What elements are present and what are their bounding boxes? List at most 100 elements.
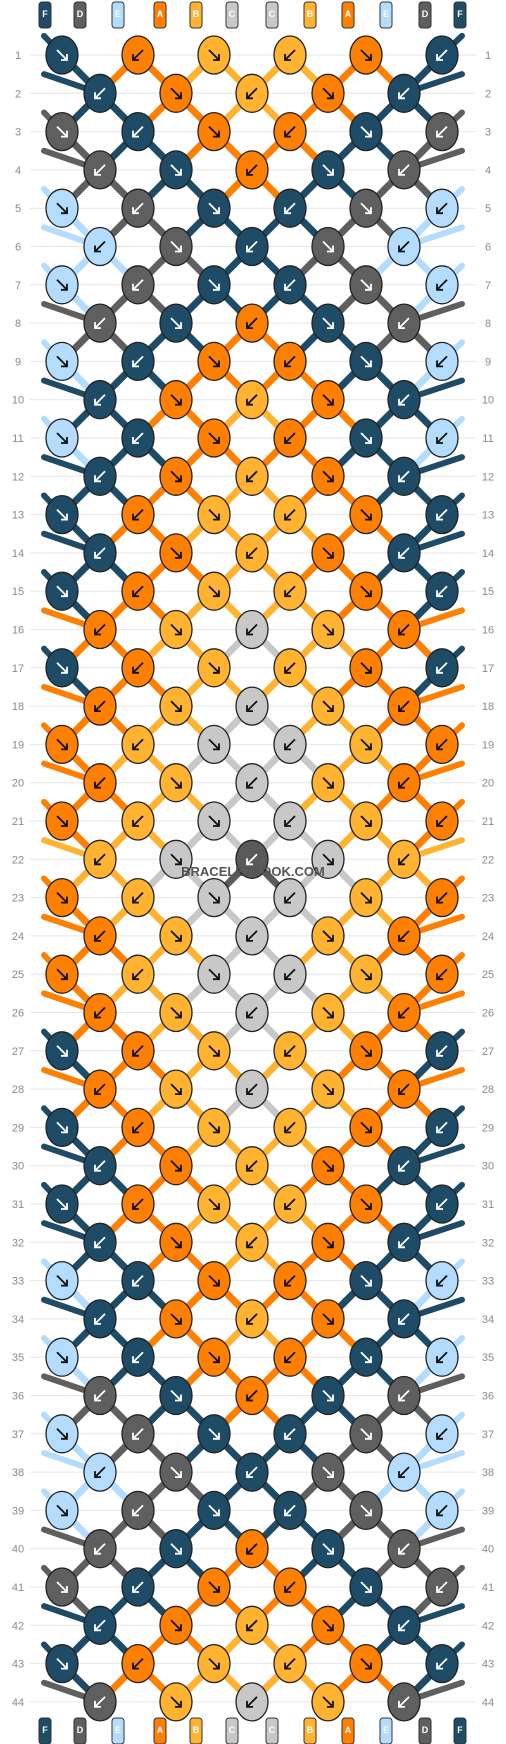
arrow-icon [208,355,220,368]
knot [197,1567,231,1607]
arrow-icon [56,891,68,904]
string-tab [73,1,87,29]
knot [121,801,155,841]
knot [425,1260,459,1301]
arrow-icon [170,930,182,942]
knot [235,609,269,650]
string-tab [453,1,467,29]
arrow-icon [284,891,296,904]
row-number-right: 13 [482,510,494,522]
knot [235,763,269,803]
string-letter: D [422,1725,429,1735]
knot [159,456,193,496]
knot [311,763,345,803]
knot [83,533,117,573]
knot [387,1682,421,1722]
knot [235,1146,269,1186]
row-number-left: 37 [12,1429,24,1441]
arrow-icon [246,853,258,866]
knot [83,1605,117,1645]
knot [311,1605,345,1645]
string-tab [379,1717,393,1744]
arrow-icon [208,1657,220,1670]
arrow-icon [170,547,182,559]
knot [273,1643,307,1684]
knot [425,111,459,152]
knot [273,1260,307,1301]
arrow-icon [360,508,372,521]
row-number-left: 28 [12,1084,24,1096]
knot [425,648,459,688]
arrow-icon [170,317,182,329]
row-number-left: 42 [12,1620,24,1632]
knot [45,35,79,75]
arrow-icon [208,125,220,138]
knot [387,1452,421,1492]
row-number-left: 12 [12,471,24,483]
row-number-right: 12 [482,471,494,483]
string-letter: C [229,9,236,19]
knot [349,494,383,535]
knot [349,341,383,382]
knot [273,1567,307,1607]
row-number-right: 4 [485,165,491,177]
knot [349,1567,383,1607]
knot [311,1375,345,1416]
row-number-left: 34 [12,1314,24,1326]
row-number-right: 37 [482,1429,494,1441]
arrow-icon [436,1657,448,1670]
arrow-icon [208,585,220,598]
arrow-icon [360,1045,372,1057]
string-letter: C [229,1725,236,1735]
knot [121,35,155,75]
string-letter: C [269,1725,276,1735]
knot [235,1452,269,1492]
string-tab [189,1717,203,1744]
arrow-icon [284,1351,296,1364]
string-tab [38,1717,52,1744]
knot [83,226,117,267]
arrow-icon [436,1198,448,1210]
arrow-icon [94,777,106,789]
arrow-icon [360,1198,372,1210]
knot [45,1414,79,1454]
knot [121,494,155,535]
arrow-icon [322,547,334,559]
watermark: BRACELETBOOK.COM [181,864,325,879]
knot [311,1222,345,1262]
arrow-icon [132,891,144,904]
arrow-icon [284,662,296,674]
row-number-left: 13 [12,510,24,522]
arrow-icon [436,968,448,981]
knot [311,1452,345,1492]
arrow-icon [132,49,144,61]
row-number-left: 22 [12,854,24,866]
string-letter: A [157,9,164,19]
knot [45,1260,79,1301]
knot [235,456,269,496]
knot [45,1643,79,1684]
arrow-icon [398,853,410,866]
arrow-icon [94,87,106,100]
arrow-icon [398,1006,410,1019]
row-number-left: 6 [15,242,21,254]
string-letter: F [42,9,48,19]
knot [311,1069,345,1109]
knot [83,609,117,650]
arrow-icon [284,1045,296,1057]
arrow-icon [436,662,448,674]
knot [387,1146,421,1186]
knot [45,1567,79,1607]
string-tab [153,1717,167,1744]
string-tab [225,1,239,29]
string-letter: D [422,9,429,19]
string-tab [38,1,52,29]
knot [273,418,307,458]
row-number-right: 5 [485,203,491,215]
knot [273,571,307,611]
knot [235,150,269,190]
arrow-icon [208,279,220,291]
string-tab [265,1717,279,1744]
knot [197,341,231,382]
row-number-left: 2 [15,88,21,100]
